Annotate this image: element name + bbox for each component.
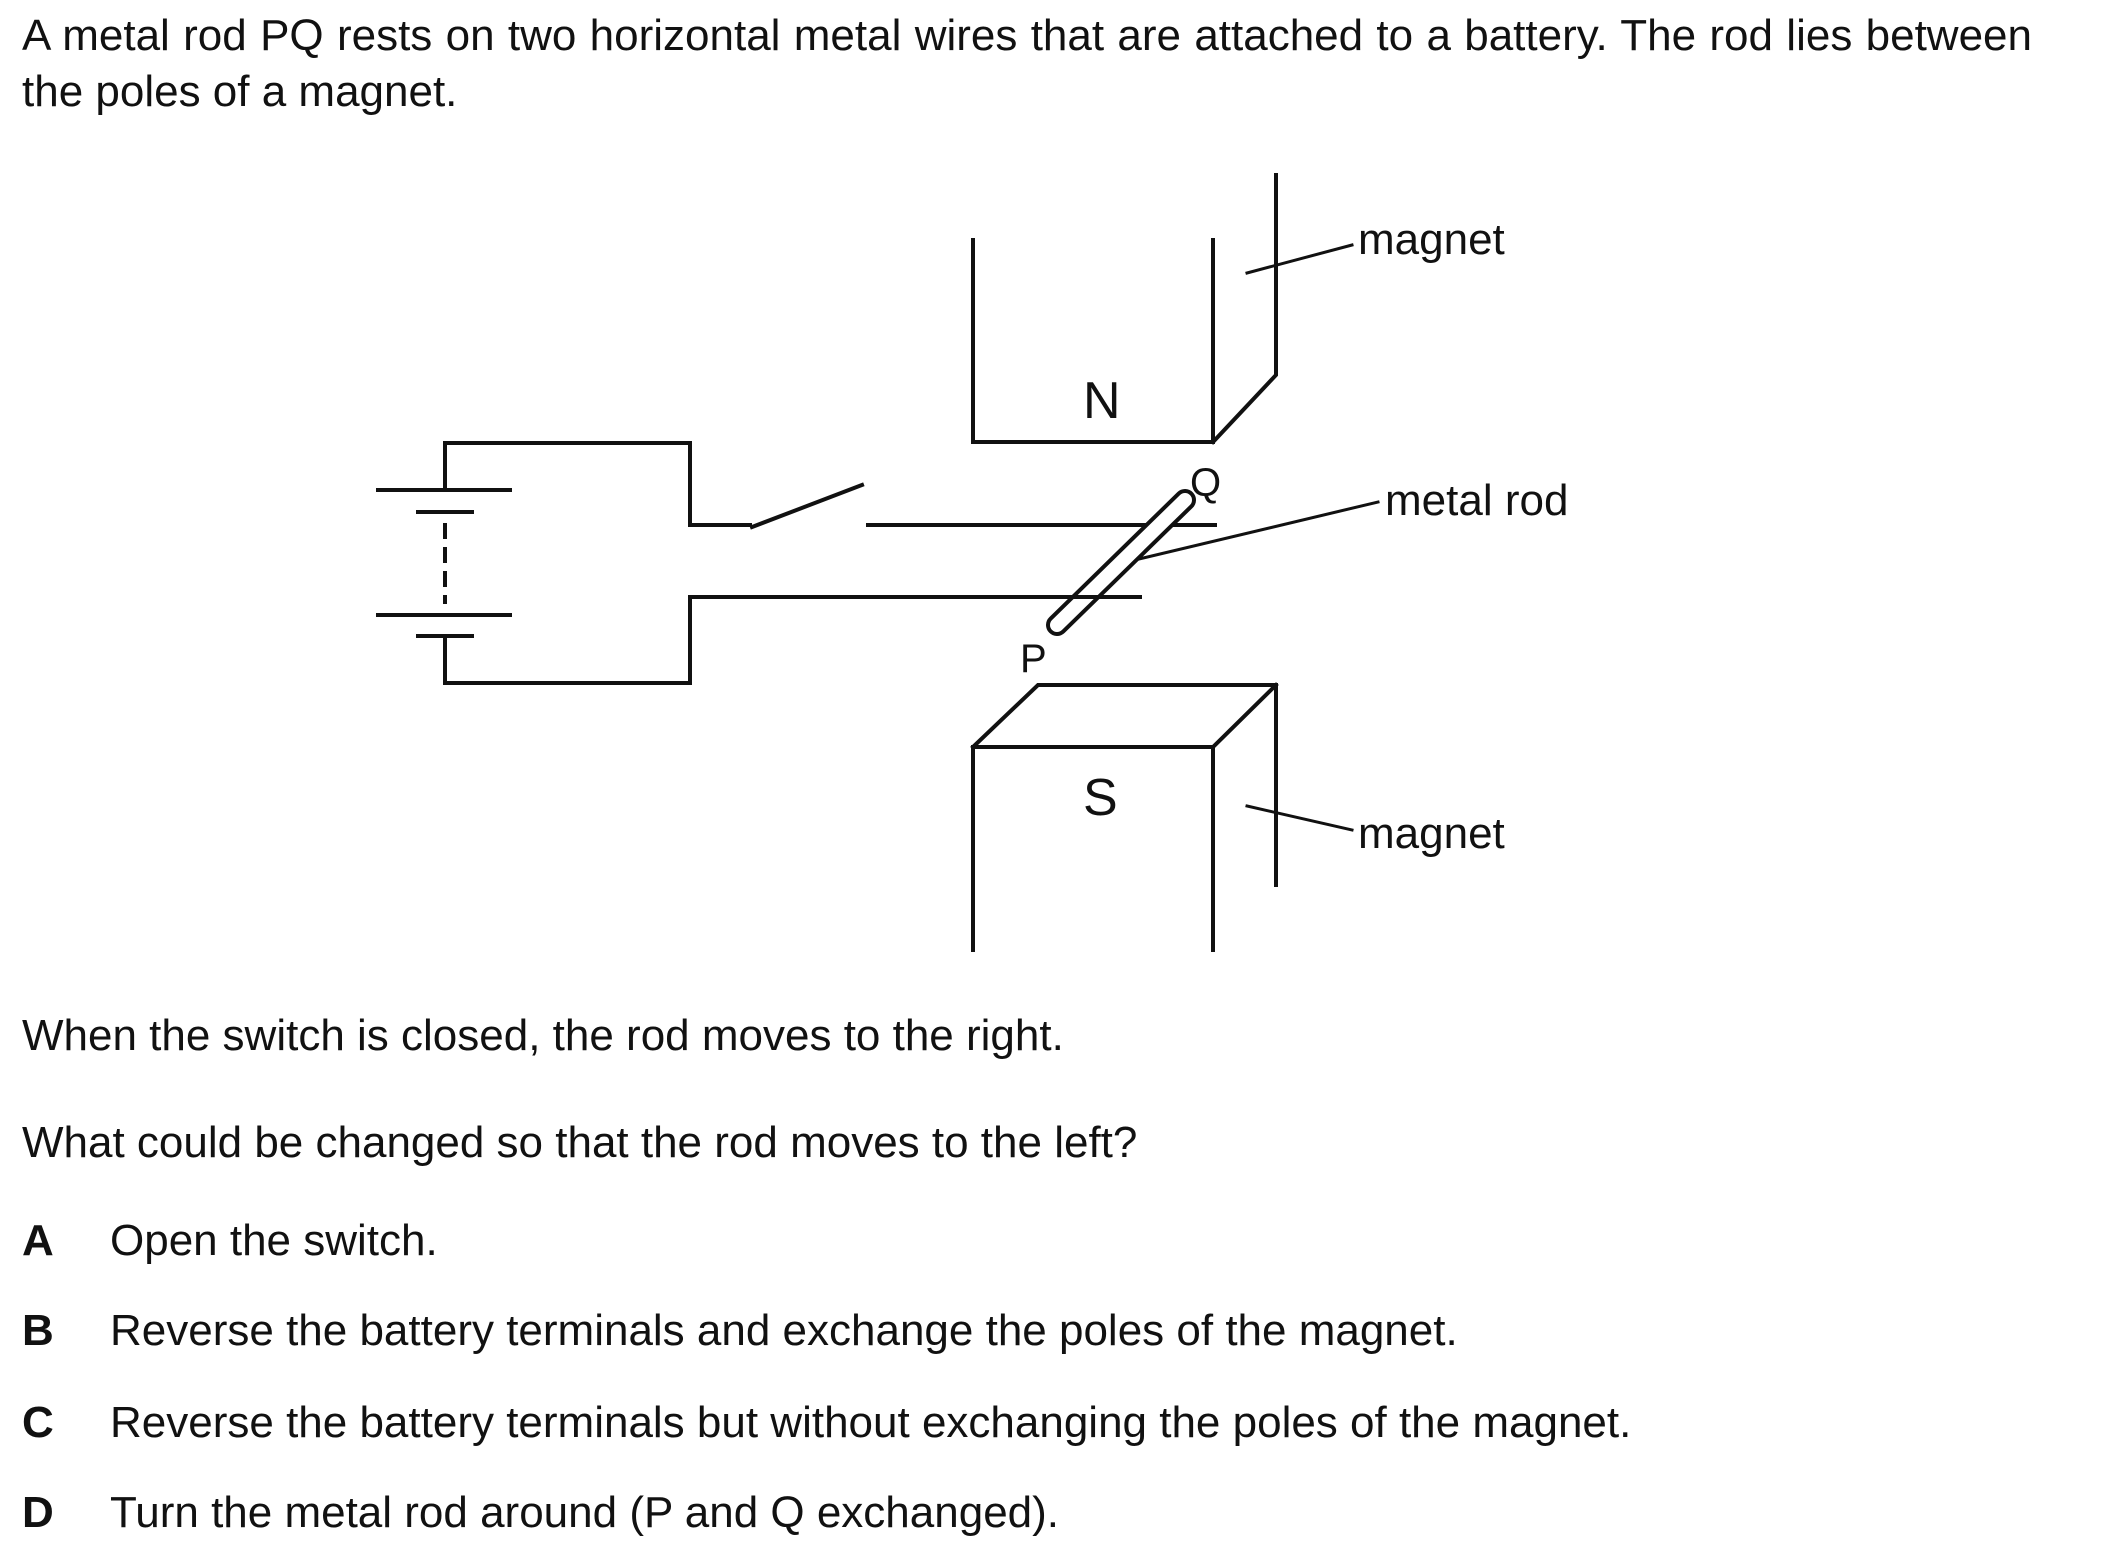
label-magnet-bottom: magnet — [1358, 809, 1505, 858]
battery — [376, 441, 1142, 685]
option-b-text: Reverse the battery terminals and exchan… — [110, 1306, 1458, 1355]
metal-rod — [1046, 489, 1196, 636]
label-south-pole: S — [1083, 769, 1118, 827]
north-magnet — [971, 173, 1278, 445]
option-c-letter: C — [22, 1398, 54, 1447]
option-c-text: Reverse the battery terminals but withou… — [110, 1398, 1632, 1447]
option-a-text: Open the switch. — [110, 1216, 438, 1265]
south-magnet — [970, 682, 1279, 952]
metal-rod-leader — [1133, 500, 1380, 562]
question-text: What could be changed so that the rod mo… — [22, 1118, 1138, 1167]
observation-text: When the switch is closed, the rod moves… — [22, 1011, 1064, 1060]
intro-text: A metal rod PQ rests on two horizontal m… — [22, 11, 2032, 116]
option-b-letter: B — [22, 1306, 54, 1355]
option-a-letter: A — [22, 1216, 54, 1265]
label-north-pole: N — [1083, 372, 1121, 430]
option-d[interactable]: D Turn the metal rod around (P and Q exc… — [22, 1485, 1059, 1541]
switch — [749, 482, 865, 530]
label-end-q: Q — [1190, 461, 1221, 505]
magnet-top-leader — [1245, 243, 1354, 275]
label-metal-rod: metal rod — [1385, 476, 1568, 525]
magnet-bottom-leader — [1245, 804, 1354, 832]
option-d-letter: D — [22, 1488, 54, 1537]
label-magnet-top: magnet — [1358, 215, 1505, 264]
label-end-p: P — [1020, 637, 1047, 681]
option-a[interactable]: A Open the switch. — [22, 1213, 438, 1269]
option-d-text: Turn the metal rod around (P and Q excha… — [110, 1488, 1060, 1537]
option-c[interactable]: C Reverse the battery terminals but with… — [22, 1395, 1631, 1451]
option-b[interactable]: B Reverse the battery terminals and exch… — [22, 1303, 1458, 1359]
